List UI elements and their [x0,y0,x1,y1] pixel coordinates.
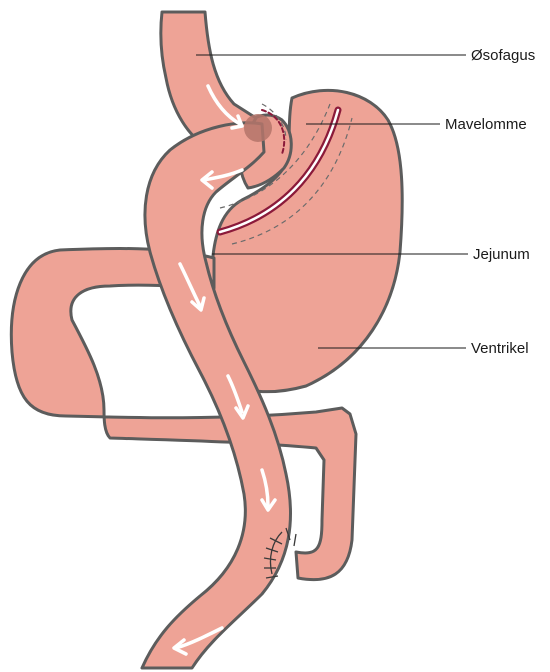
gastrojejunal-anastomosis [244,114,272,142]
label-jejunum: Jejunum [473,247,530,262]
label-pouch: Mavelomme [445,117,527,132]
label-stomach: Ventrikel [471,341,529,356]
label-esophagus: Øsofagus [471,48,535,63]
